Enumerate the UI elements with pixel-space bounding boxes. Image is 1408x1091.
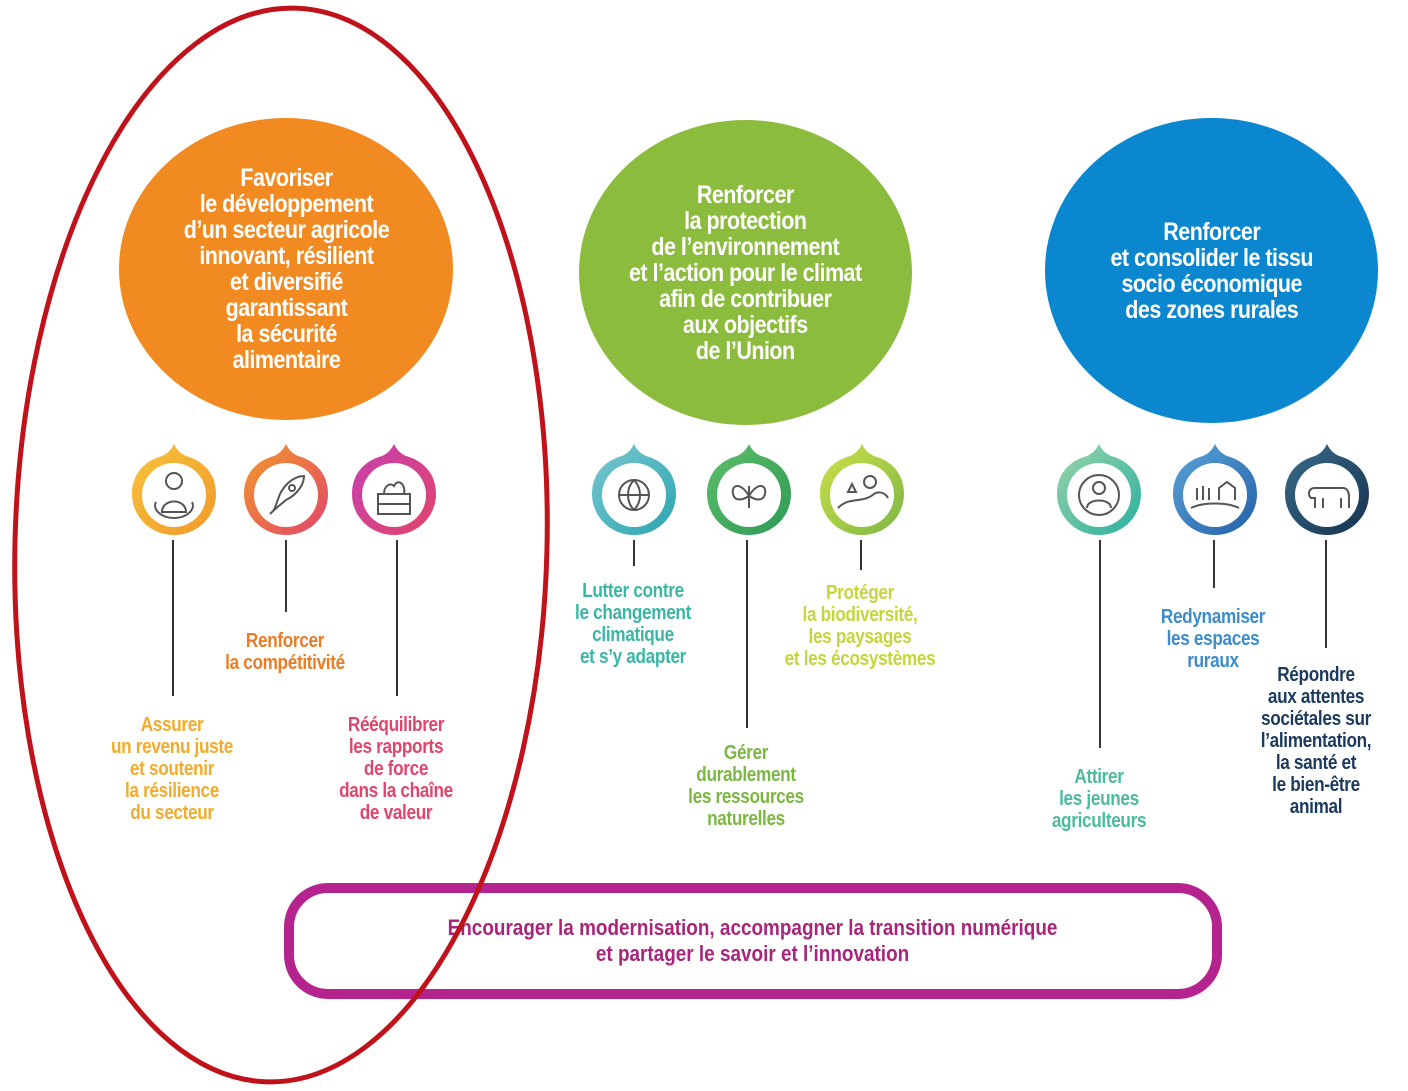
young-farmer-icon bbox=[1047, 438, 1151, 542]
stem-value-chain bbox=[396, 540, 398, 696]
stem-competitiveness bbox=[285, 540, 287, 612]
objective-circle-rural: Renforcer et consolider le tissu socio é… bbox=[1045, 118, 1378, 423]
stem-young-farmers bbox=[1099, 540, 1101, 748]
farmer-icon bbox=[122, 438, 226, 542]
label-value-chain: Rééquilibrer les rapports de force dans … bbox=[339, 714, 453, 824]
label-competitiveness: Renforcer la compétitivité bbox=[225, 630, 345, 674]
crate-icon bbox=[342, 438, 446, 542]
globe-icon bbox=[582, 438, 686, 542]
label-revenue: Assurer un revenu juste et soutenir la r… bbox=[111, 714, 233, 824]
stem-rural-spaces bbox=[1213, 540, 1215, 588]
label-biodiversity: Protéger la biodiversité, les paysages e… bbox=[784, 582, 936, 670]
banner-text: Encourager la modernisation, accompagner… bbox=[448, 915, 1058, 966]
butterfly-icon bbox=[697, 438, 801, 542]
stem-resources bbox=[746, 540, 748, 728]
stem-biodiversity bbox=[860, 540, 862, 570]
landscape-icon bbox=[810, 438, 914, 542]
cross-cutting-objective-banner: Encourager la modernisation, accompagner… bbox=[284, 883, 1222, 999]
objective-circle-environment: Renforcer la protection de l’environneme… bbox=[579, 120, 912, 425]
label-climate: Lutter contre le changement climatique e… bbox=[575, 580, 691, 668]
rural-village-icon bbox=[1163, 438, 1267, 542]
label-rural-spaces: Redynamiser les espaces ruraux bbox=[1160, 606, 1266, 672]
stem-society bbox=[1325, 540, 1327, 648]
objective-circle-agriculture: Favoriser le développement d’un secteur … bbox=[119, 118, 453, 420]
objective-title-rural: Renforcer et consolider le tissu socio é… bbox=[1110, 217, 1313, 324]
label-young-farmers: Attirer les jeunes agriculteurs bbox=[1051, 766, 1147, 832]
label-resources: Gérer durablement les ressources naturel… bbox=[688, 742, 804, 830]
stem-revenue bbox=[172, 540, 174, 696]
stem-climate bbox=[633, 540, 635, 566]
label-society: Répondre aux attentes sociétales sur l’a… bbox=[1260, 664, 1372, 818]
objective-title-environment: Renforcer la protection de l’environneme… bbox=[629, 180, 862, 365]
objective-title-agriculture: Favoriser le développement d’un secteur … bbox=[183, 164, 389, 374]
cow-icon bbox=[1275, 438, 1379, 542]
rocket-icon bbox=[234, 438, 338, 542]
